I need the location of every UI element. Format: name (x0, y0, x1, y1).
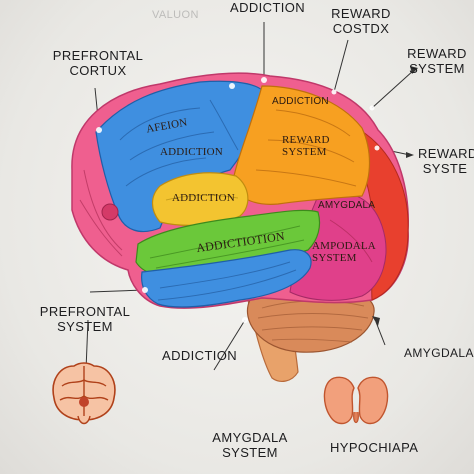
addiction-blue-label: ADDICTION (160, 146, 223, 158)
top-addiction-label: ADDICTION (230, 0, 306, 15)
prefrontal-cortux-label: PREFRONTAL CORTUX (52, 48, 144, 78)
temporal-blue-region (141, 249, 312, 308)
amygdala-label: AMYGDALA (404, 346, 474, 360)
top-right-label: REWARD COSTDX (331, 6, 391, 36)
amygdala-region-label: AMYGDALA (318, 200, 376, 211)
small-brain-icon-left (52, 362, 116, 425)
small-hypothalamus-icon (323, 376, 389, 425)
prefrontal-system-label: PREFRONTAL SYSTEM (39, 304, 131, 334)
addiction-yellow-region (151, 172, 249, 226)
right-reward-system-label: REWARD SYSTEM (407, 46, 467, 76)
reward-system-region-label: REWARD SYSTEM (282, 134, 330, 158)
bottom-addiction-label: ADDICTION (162, 348, 238, 363)
adiction-orange-label: ADDICTION (272, 96, 329, 107)
hypochiapa-label: HYPOCHIAPA (330, 440, 419, 455)
amygdala-system-label: AMYGDALA SYSTEM (212, 430, 288, 460)
top-ghost-label: VALUON (152, 9, 199, 21)
frontal-spot (101, 203, 119, 221)
right-reward-syste-label: REWARD SYSTE (418, 146, 474, 176)
reward-orange-region (231, 85, 371, 205)
addiction-yellow-label: ADDICTION (172, 192, 235, 204)
ampodala-region-label: AMPODALA SYSTEM (312, 240, 376, 264)
